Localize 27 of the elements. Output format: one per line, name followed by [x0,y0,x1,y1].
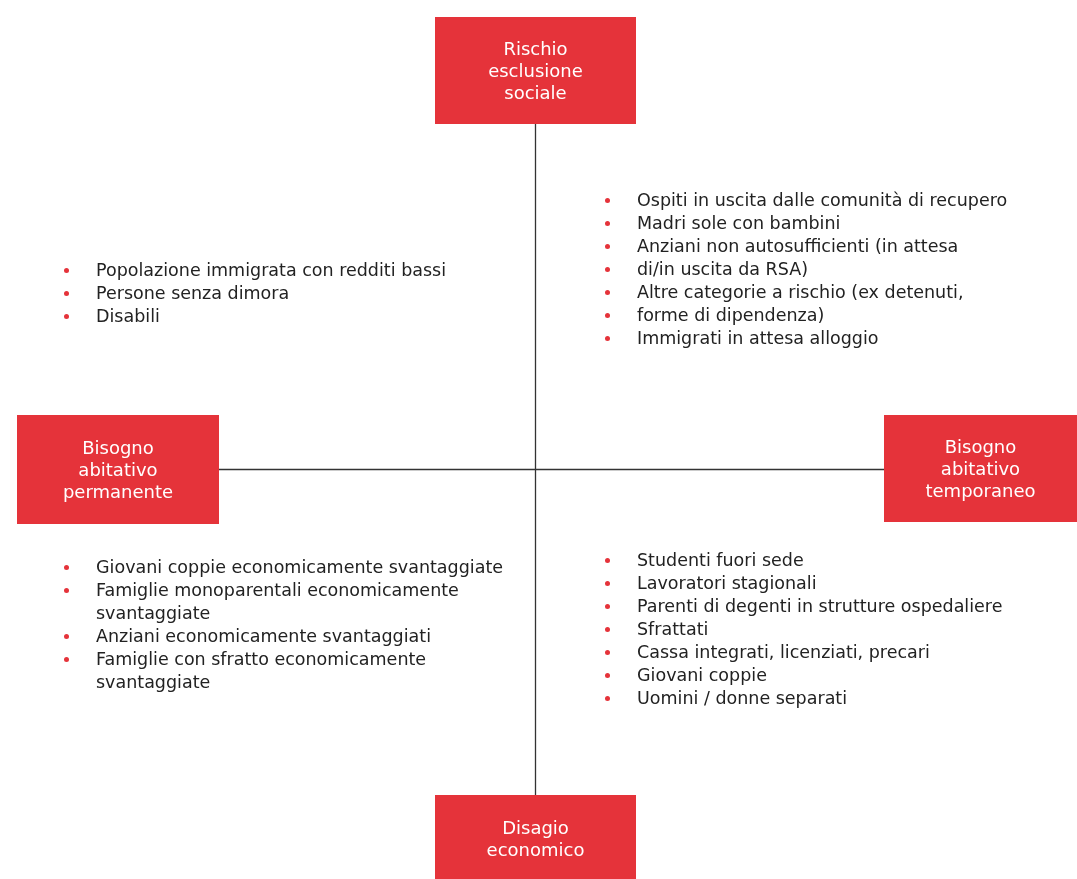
list-item: Persone senza dimora [60,282,290,305]
axis-line [534,123,537,796]
list-item: Famiglie monoparentali economicamente svantaggiate [60,579,506,625]
category-box: Bisogno abitativo permanente [17,415,219,524]
list-item: Lavoratori stagionali [601,572,817,595]
list-item: Parenti di degenti in strutture ospedaliere [601,595,1003,618]
list-item: forme di dipendenza) [601,304,825,327]
list-item: Giovani coppie economicamente svantaggiate [60,556,503,579]
list-item: Anziani economicamente svantaggiati [60,625,431,648]
list-item: Altre categorie a rischio (ex detenuti, [601,281,964,304]
list-item: Giovani coppie [601,664,767,687]
axis-line [218,468,885,471]
category-box: Disagio economico [435,795,636,879]
list-item: Sfrattati [601,618,709,641]
list-item: Ospiti in uscita dalle comunità di recupero [601,189,1008,212]
list-item: Famiglie con sfratto economicamente svantaggiate [60,648,506,694]
category-box: Bisogno abitativo temporaneo [884,415,1077,522]
list-item: Immigrati in attesa alloggio [601,327,879,350]
list-item: Cassa integrati, licenziati, precari [601,641,930,664]
list-item: Popolazione immigrata con redditi bassi [60,259,447,282]
category-box: Rischio esclusione sociale [435,17,636,124]
list-item: Madri sole con bambini [601,212,841,235]
list-item: di/in uscita da RSA) [601,258,808,281]
list-item: Anziani non autosufficienti (in attesa [601,235,959,258]
list-item: Studenti fuori sede [601,549,804,572]
list-item: Disabili [60,305,160,328]
list-item: Uomini / donne separati [601,687,848,710]
